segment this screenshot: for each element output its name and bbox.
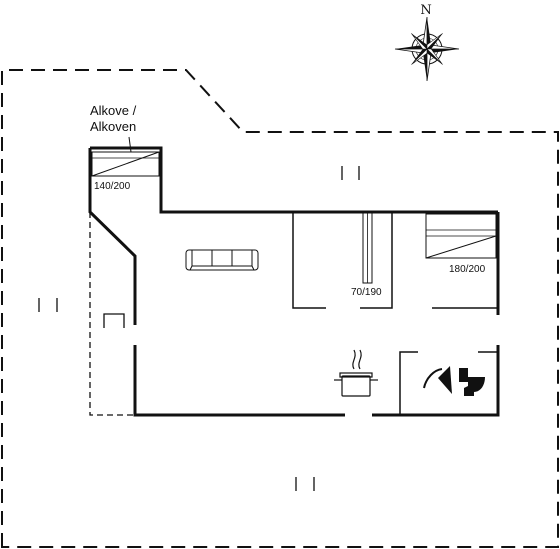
sofa-icon	[185, 249, 259, 271]
interior-walls	[292, 212, 498, 415]
alcove-label: Alkove / Alkoven	[90, 103, 140, 134]
double-bed-size: 180/200	[449, 264, 486, 275]
single-bed	[362, 211, 373, 284]
north-label: N	[420, 3, 431, 18]
terrace-outline	[89, 212, 133, 416]
compass-rose-icon	[394, 16, 460, 82]
entrance-step	[103, 313, 125, 328]
shower-icon	[423, 366, 452, 394]
opening-markers	[38, 166, 360, 491]
property-boundary	[1, 69, 559, 548]
alcove-bed-size: 140/200	[94, 181, 131, 192]
alcove-label-leader	[128, 136, 132, 153]
double-bed	[425, 213, 497, 259]
toilet-icon	[459, 368, 485, 396]
exterior-walls	[88, 146, 500, 417]
alcove-bed	[91, 151, 160, 177]
single-bed-size: 70/190	[351, 287, 382, 298]
cooking-pot-icon	[334, 349, 378, 397]
